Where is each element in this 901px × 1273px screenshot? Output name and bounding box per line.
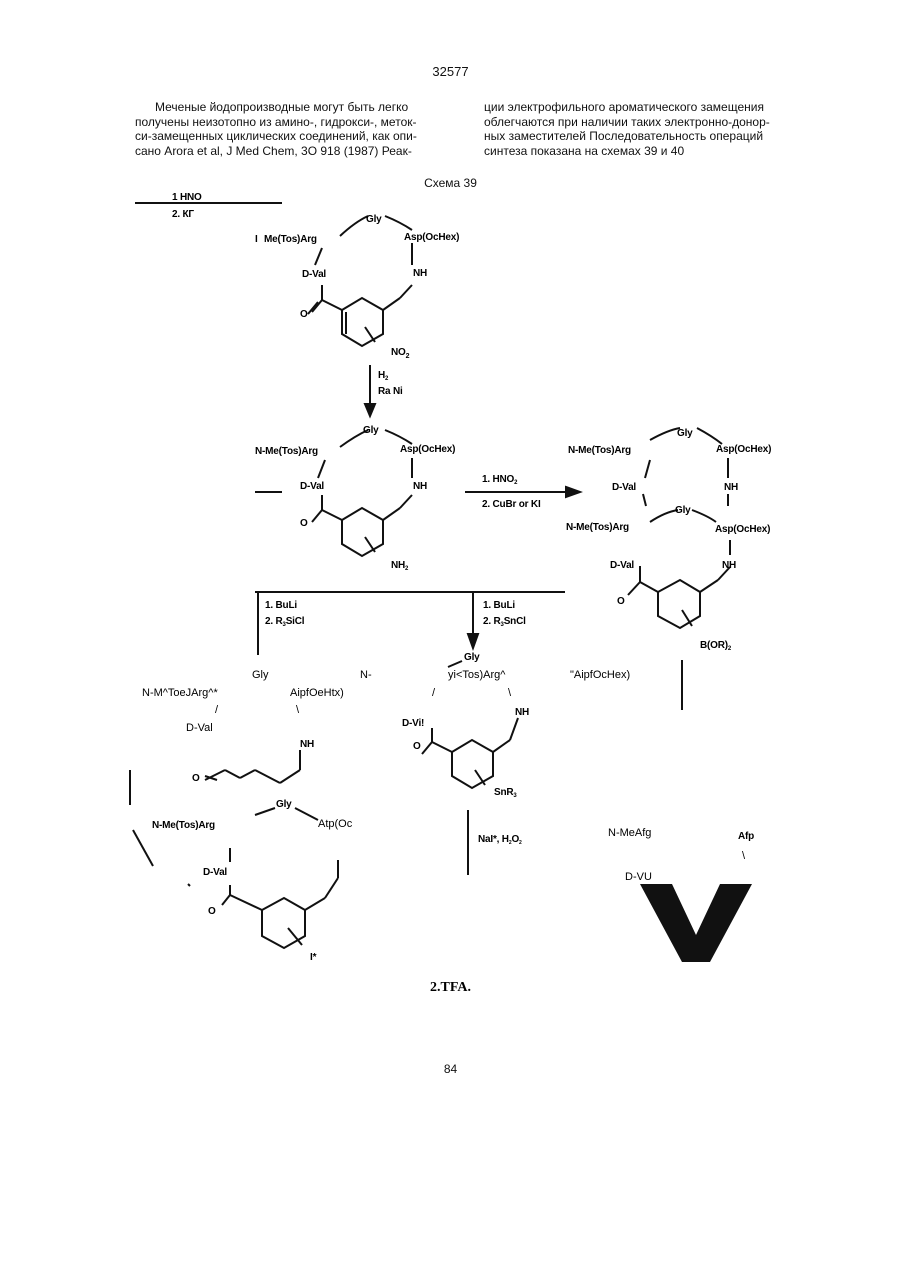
ocr-label: Gly <box>464 652 480 663</box>
ocr-label: yi<Tos)Arg^ <box>448 669 506 681</box>
reagent-label: 1 HNO <box>172 192 202 203</box>
mol-label: N-Me(Tos)Arg <box>255 446 318 457</box>
mol-label: O <box>617 596 625 607</box>
reagent-label: 2. CuBr or KI <box>482 499 541 510</box>
reagent-label: 2. R3SnCl <box>483 616 526 628</box>
ocr-label: \ <box>296 704 300 716</box>
reagent-label: 2. R3SiCl <box>265 616 305 628</box>
reagent-label: 2. КГ <box>172 209 194 220</box>
page-number-bottom: 84 <box>0 1062 901 1076</box>
mol-label: Atp(Oc <box>318 818 353 830</box>
mol-label: NH <box>724 482 738 493</box>
reagent-label: 1. HNO2 <box>482 474 518 486</box>
mol-label: D-Val <box>302 269 326 280</box>
mol-label: D-Val <box>300 481 324 492</box>
ocr-label: Gly <box>252 669 269 681</box>
stray-dot <box>188 884 190 886</box>
mol-label: Gly <box>366 214 382 225</box>
mol-label: D-Val <box>612 482 636 493</box>
ocr-label: N-MeAfg <box>608 827 651 839</box>
reagent-label: Ra Ni <box>378 386 403 397</box>
mol-label: N-Me(Tos)Arg <box>152 820 215 831</box>
mol-label: NH2 <box>391 560 409 572</box>
ocr-label: Afp <box>738 831 754 842</box>
ocr-label: / <box>432 687 436 699</box>
reagent-label: 1. BuLi <box>265 600 297 611</box>
mol-label: NH <box>722 560 736 571</box>
mol-label: Asp(OcHex) <box>404 232 459 243</box>
molecule-amino <box>312 430 412 556</box>
mol-label: Asp(OcHex) <box>716 444 771 455</box>
molecule-boronate <box>628 428 730 710</box>
mol-label: D-Val <box>610 560 634 571</box>
mol-label: NH <box>515 707 529 718</box>
mol-label: Asp(OcHex) <box>715 524 770 535</box>
mol-label: O <box>413 741 421 752</box>
scheme-footnote: 2.TFA. <box>0 980 901 996</box>
mol-label: Gly <box>276 799 292 810</box>
ocr-label: D-Val <box>186 722 213 734</box>
mol-label: O <box>192 773 200 784</box>
mol-label: Gly <box>363 425 379 436</box>
ocr-label: \ <box>508 687 512 699</box>
mol-label: O <box>300 309 308 320</box>
mol-label: SnR3 <box>494 787 517 799</box>
mol-label: O <box>300 518 308 529</box>
ocr-label: N- <box>360 669 372 681</box>
mol-label: I <box>255 234 258 245</box>
ocr-label: N-M^ToeJArg^* <box>142 687 218 699</box>
molecule-nitro <box>308 216 412 346</box>
mol-label: I* <box>310 952 317 963</box>
mol-label: D-Vi! <box>402 718 424 729</box>
reagent-label: 1. BuLi <box>483 600 515 611</box>
ocr-label: D-VU <box>625 871 652 883</box>
mol-label: Me(Tos)Arg <box>264 234 317 245</box>
ocr-label: "AipfOcHex) <box>570 669 630 681</box>
mol-label: Asp(OcHex) <box>400 444 455 455</box>
mol-label: NH <box>413 268 427 279</box>
mol-label: NH <box>300 739 314 750</box>
ocr-label: \ <box>742 850 746 862</box>
mol-label: Gly <box>677 428 693 439</box>
mol-label: NH <box>413 481 427 492</box>
mol-label: NO2 <box>391 347 410 360</box>
reagent-label: H2 <box>378 370 389 382</box>
reagent-label: NaI*, H2O2 <box>478 834 522 846</box>
mol-label: N-Me(Tos)Arg <box>568 445 631 456</box>
mol-label: O <box>208 906 216 917</box>
large-v-glyph <box>640 884 752 962</box>
ocr-label: AipfOeHtx) <box>290 687 344 699</box>
mol-label: Gly <box>675 505 691 516</box>
mol-label: N-Me(Tos)Arg <box>566 522 629 533</box>
ocr-label: / <box>215 704 219 716</box>
mol-label: B(OR)2 <box>700 640 732 652</box>
mol-label: D-Val <box>203 867 227 878</box>
